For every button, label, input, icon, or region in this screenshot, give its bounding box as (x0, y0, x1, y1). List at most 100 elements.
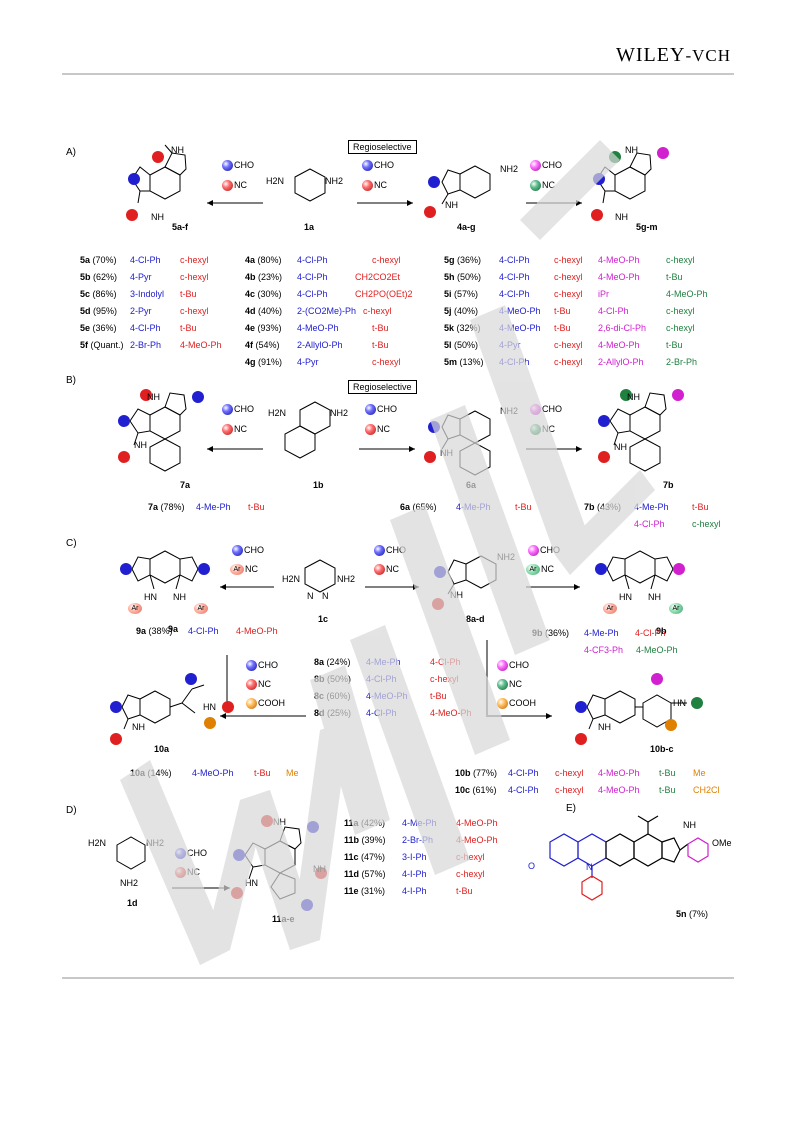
compound-5n: 5n (7%) (676, 909, 709, 919)
nh-label: NH (173, 592, 186, 602)
nh-label: NH (627, 392, 640, 402)
compound-9b: 9b (656, 626, 667, 636)
structure-7b (598, 389, 684, 472)
structure-10a (110, 673, 234, 745)
structure-4a-g (424, 165, 491, 218)
h2n-label: H2N (266, 176, 285, 186)
nh-label: NH (273, 817, 286, 827)
reagent-isocyanide: NC (246, 679, 271, 691)
reagent-acid: COOH (497, 698, 536, 710)
nh2-label: NH2 (120, 878, 139, 888)
reagent-isocyanide: NC (374, 564, 399, 576)
compound-4a-g: 4a-g (457, 222, 476, 232)
h2n-label: H2N (268, 408, 287, 418)
nh-label: NH (134, 440, 147, 450)
compound-5g-m: 5g-m (636, 222, 658, 232)
compound-11a-e: 11a-e (272, 914, 295, 924)
structure-9b (595, 550, 685, 590)
nh-label: NH (445, 200, 458, 210)
reagent-aldehyde: CHO (175, 848, 207, 860)
hn-label: HN (203, 702, 216, 712)
arrow-right (359, 446, 415, 452)
h2n-label: H2N (282, 574, 301, 584)
nh-label: NH (615, 212, 628, 222)
compound-6a: 6a (466, 480, 477, 490)
section-a-label: A) (66, 147, 76, 158)
compound-7a: 7a (180, 480, 191, 490)
structure-10b-c (575, 673, 703, 745)
bottom-rule (62, 977, 734, 979)
arrow-right (365, 584, 419, 590)
nh2-label: NH2 (330, 408, 349, 418)
n-label: N (586, 862, 593, 872)
nh2-label: NH2 (500, 164, 519, 174)
nh-label: NH (440, 448, 453, 458)
section-e-label: E) (566, 803, 576, 814)
compound-1d: 1d (127, 898, 138, 908)
ar-group: Ar (669, 603, 684, 615)
compound-8a-d: 8a-d (466, 614, 485, 624)
h2n-label: H2N (88, 838, 107, 848)
compound-7b: 7b (663, 480, 674, 490)
compound-1a: 1a (304, 222, 315, 232)
nh-label: NH (147, 392, 160, 402)
reagent-aldehyde: CHO (232, 545, 264, 557)
nh-label: NH (171, 145, 184, 155)
section-c-label: C) (66, 538, 77, 549)
arrow-left (207, 200, 263, 206)
reagent-isocyanide: NC (222, 180, 247, 192)
structure-7a (118, 389, 204, 472)
compound-5a-f: 5a-f (172, 222, 189, 232)
reagent-aldehyde: CHO (530, 160, 562, 172)
arrow-right (526, 584, 580, 590)
arrow-right (172, 885, 230, 891)
arrow-left (220, 713, 306, 719)
reagent-isocyanide: NC (365, 424, 390, 436)
nh-label: NH (598, 722, 611, 732)
structure-5n (549, 815, 709, 901)
reagent-aldehyde: CHO (497, 660, 529, 672)
reagent-isocyanide: NC (497, 679, 522, 691)
nh2-label: NH2 (337, 574, 356, 584)
publisher-logo: WILEY-VCH (616, 44, 731, 66)
structure-9a (120, 550, 210, 590)
reagent-isocyanide: NC (530, 180, 555, 192)
structure-1b (284, 401, 331, 459)
compound-10a: 10a (154, 744, 170, 754)
section-b-label: B) (66, 375, 76, 386)
nh2-label: NH2 (500, 406, 519, 416)
nh-label: NH (132, 722, 145, 732)
reagent-aldehyde: CHO (246, 660, 278, 672)
arrow-left (207, 446, 263, 452)
nh2-label: NH2 (146, 838, 165, 848)
reagent-aldehyde: CHO (362, 160, 394, 172)
compound-10b-c: 10b-c (650, 744, 674, 754)
